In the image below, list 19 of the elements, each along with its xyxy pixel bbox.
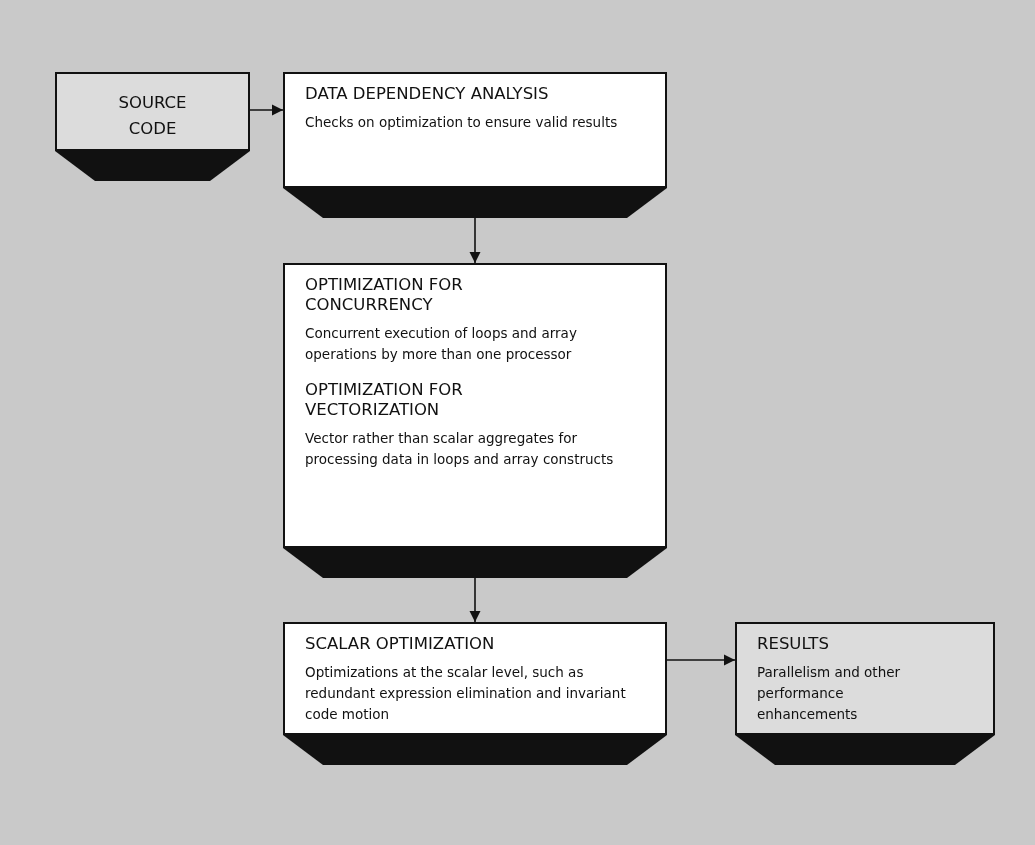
block-description: Checks on optimization to ensure valid results (305, 112, 618, 132)
process-block (735, 622, 995, 763)
block-description: Optimizations at the scalar level, such as redundant expression elimination and invariant code motion (305, 662, 627, 724)
block-heading: OPTIMIZATION FOR VECTORIZATION (305, 380, 464, 421)
process-block (283, 263, 667, 578)
arrow (469, 577, 481, 623)
process-block (283, 622, 667, 763)
block-description: Concurrent execution of loops and array operations by more than one processor (305, 323, 578, 364)
block-heading: SOURCE CODE (117, 92, 188, 140)
block-description: Parallelism and other performance enhancements (757, 662, 902, 724)
arrow (666, 654, 736, 666)
block-heading: DATA DEPENDENCY ANALYSIS (305, 84, 549, 104)
process-block (283, 72, 667, 218)
block-heading: SCALAR OPTIMIZATION (305, 634, 495, 654)
block-heading: RESULTS (757, 634, 829, 654)
arrow (249, 104, 284, 116)
block-heading: OPTIMIZATION FOR CONCURRENCY (305, 275, 464, 315)
arrow (469, 217, 481, 264)
block-description: Vector rather than scalar aggregates for processing data in loops and array constructs (305, 429, 615, 469)
